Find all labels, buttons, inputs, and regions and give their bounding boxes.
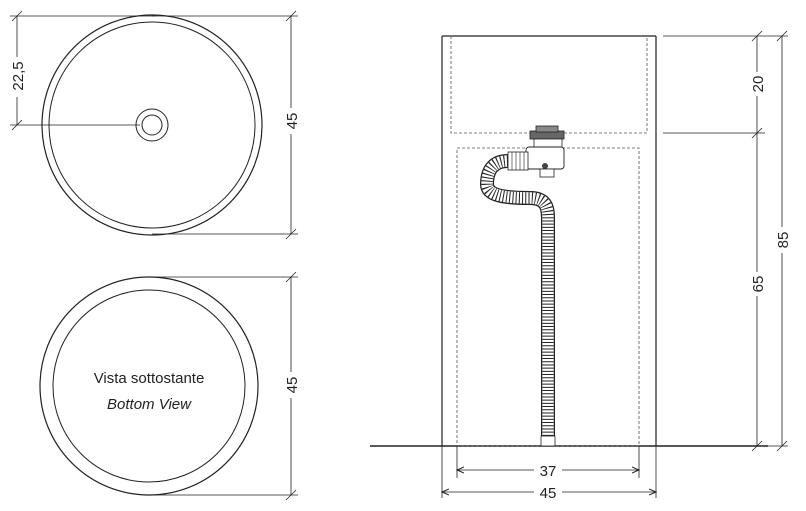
- bottom-diameter-tick-top: [285, 271, 297, 283]
- basin-hidden-outline: [450, 36, 648, 134]
- flexible-hose: [479, 154, 556, 447]
- top-diameter-tick-bottom: [285, 228, 297, 240]
- drain-valve: [507, 125, 565, 178]
- offset-tick-top: [11, 10, 23, 22]
- bottom-view-inner-rim: [52, 289, 246, 483]
- drain-outer-ring: [135, 108, 169, 142]
- side-view: 20 65 85 37 45: [370, 30, 793, 502]
- drain-hole: [141, 114, 163, 136]
- lower-height-label: 65: [750, 276, 767, 293]
- basin-depth-tick-top: [751, 30, 763, 42]
- bottom-diameter-label: 45: [284, 377, 301, 394]
- inner-width-label: 37: [540, 463, 557, 480]
- total-height-label: 85: [775, 232, 792, 249]
- top-view: 22,5 45: [5, 10, 302, 240]
- total-height-tick-bottom: [776, 440, 788, 452]
- bottom-view-title-english: Bottom View: [107, 396, 192, 413]
- outer-width-label: 45: [540, 485, 557, 502]
- offset-tick-bottom: [11, 119, 23, 131]
- offset-dimension-label: 22,5: [10, 61, 27, 90]
- basin-depth-tick-bottom: [751, 440, 763, 452]
- top-diameter-label: 45: [284, 113, 301, 130]
- top-diameter-tick-top: [285, 10, 297, 22]
- basin-depth-label: 20: [750, 76, 767, 93]
- bottom-view-title-italian: Vista sottostante: [94, 370, 205, 387]
- bottom-diameter-tick-bottom: [285, 489, 297, 501]
- basin-depth-tick-mid: [751, 127, 763, 139]
- bottom-view: Vista sottostante Bottom View 45: [39, 271, 302, 501]
- total-height-tick-top: [776, 30, 788, 42]
